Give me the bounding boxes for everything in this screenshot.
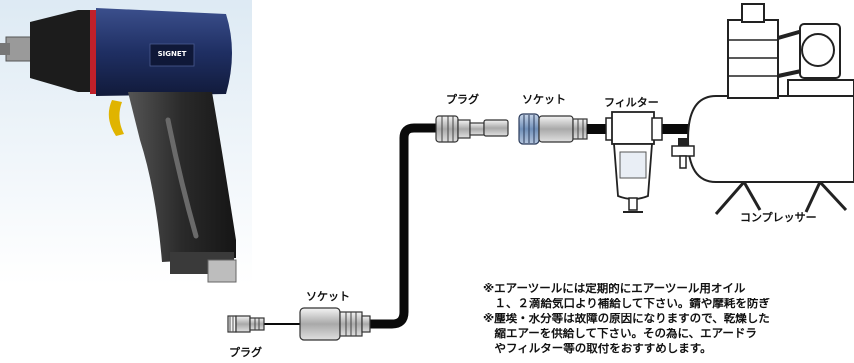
label-socket-bottom: ソケット: [306, 290, 350, 303]
label-plug-bottom: プラグ: [229, 346, 262, 359]
note-line-2: １、２滴給気口より補給して下さい。錆や摩耗を防ぎ: [483, 298, 770, 310]
label-filter: フィルター: [604, 96, 659, 109]
impact-wrench-photo: SIGNET: [0, 0, 252, 285]
note-line-4: 縮エアーを供給して下さい。その為に、エアードラ: [483, 328, 757, 340]
filter: [605, 111, 663, 213]
plug-top: [435, 115, 509, 143]
brand-logo: SIGNET: [158, 50, 187, 58]
plug-bottom: [227, 315, 265, 333]
label-socket-top: ソケット: [522, 93, 566, 106]
label-compressor: コンプレッサー: [740, 211, 817, 224]
air-hose: [364, 123, 436, 329]
socket-top: [518, 113, 588, 145]
compressor: [671, 3, 854, 215]
note-line-5: やフィルター等の取付をおすすめします。: [483, 343, 712, 355]
socket-bottom: [299, 307, 371, 341]
label-plug-top: プラグ: [446, 93, 479, 106]
note-line-3: ※塵埃・水分等は故障の原因になりますので、乾燥した: [483, 313, 770, 325]
note-line-1: ※エアーツールには定期的にエアーツール用オイル: [483, 283, 746, 295]
